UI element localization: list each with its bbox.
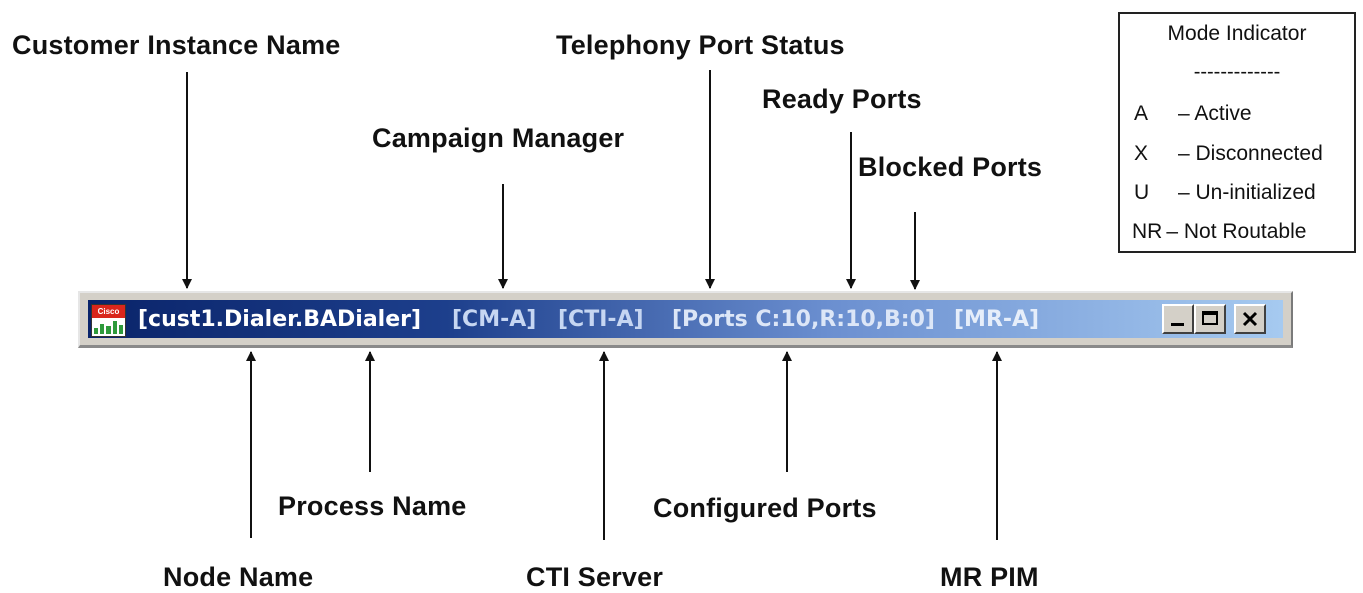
callout-cti-server: CTI Server [526,562,664,592]
legend-code: A [1134,102,1149,125]
cisco-logo-text: Cisco [92,305,125,318]
legend-code: NR [1132,220,1163,243]
titlebar-caption[interactable]: Cisco [cust1.Dialer.BADialer] [CM-A] [CT… [88,300,1283,338]
callout-campaign-manager: Campaign Manager [372,123,625,153]
bar-graph-icon [94,320,124,334]
maximize-icon [1202,311,1218,325]
callout-customer-instance-name: Customer Instance Name [12,30,341,60]
callout-telephony-port-status: Telephony Port Status [556,30,845,60]
title-instance-segment: [cust1.Dialer.BADialer] [138,307,422,332]
close-button[interactable] [1234,304,1266,334]
maximize-button[interactable] [1194,304,1226,334]
legend-separator: ------------- [1193,61,1281,83]
callout-node-name: Node Name [163,562,314,592]
title-ports-segment: [Ports C:10,R:10,B:0] [672,307,935,332]
title-cm-segment: [CM-A] [452,307,537,332]
minimize-icon [1171,323,1184,326]
legend-title: Mode Indicator [1167,22,1307,45]
legend-desc: – Un-initialized [1178,181,1316,204]
title-cti-segment: [CTI-A] [558,307,644,332]
legend-item-not-routable: NR– Not Routable [1132,220,1306,244]
callout-configured-ports: Configured Ports [653,493,877,523]
dialer-window-titlebar[interactable]: Cisco [cust1.Dialer.BADialer] [CM-A] [CT… [78,291,1293,348]
mode-indicator-legend: Mode Indicator ------------- A – Active X… [1118,12,1356,253]
legend-desc: – Not Routable [1166,220,1307,243]
minimize-button[interactable] [1162,304,1194,334]
legend-code: U [1134,181,1150,204]
callout-ready-ports: Ready Ports [762,84,922,114]
legend-code: X [1134,142,1149,165]
legend-item-disconnected: X – Disconnected [1134,142,1323,166]
cisco-app-icon[interactable]: Cisco [91,304,126,337]
legend-item-uninitialized: U – Un-initialized [1134,181,1316,205]
callout-blocked-ports: Blocked Ports [858,152,1043,182]
callout-mr-pim: MR PIM [940,562,1039,592]
legend-desc: – Disconnected [1178,142,1323,165]
legend-desc: – Active [1178,102,1252,125]
callout-process-name: Process Name [278,491,467,521]
legend-item-active: A – Active [1134,102,1252,126]
close-icon [1242,311,1258,327]
title-mr-segment: [MR-A] [954,307,1040,332]
